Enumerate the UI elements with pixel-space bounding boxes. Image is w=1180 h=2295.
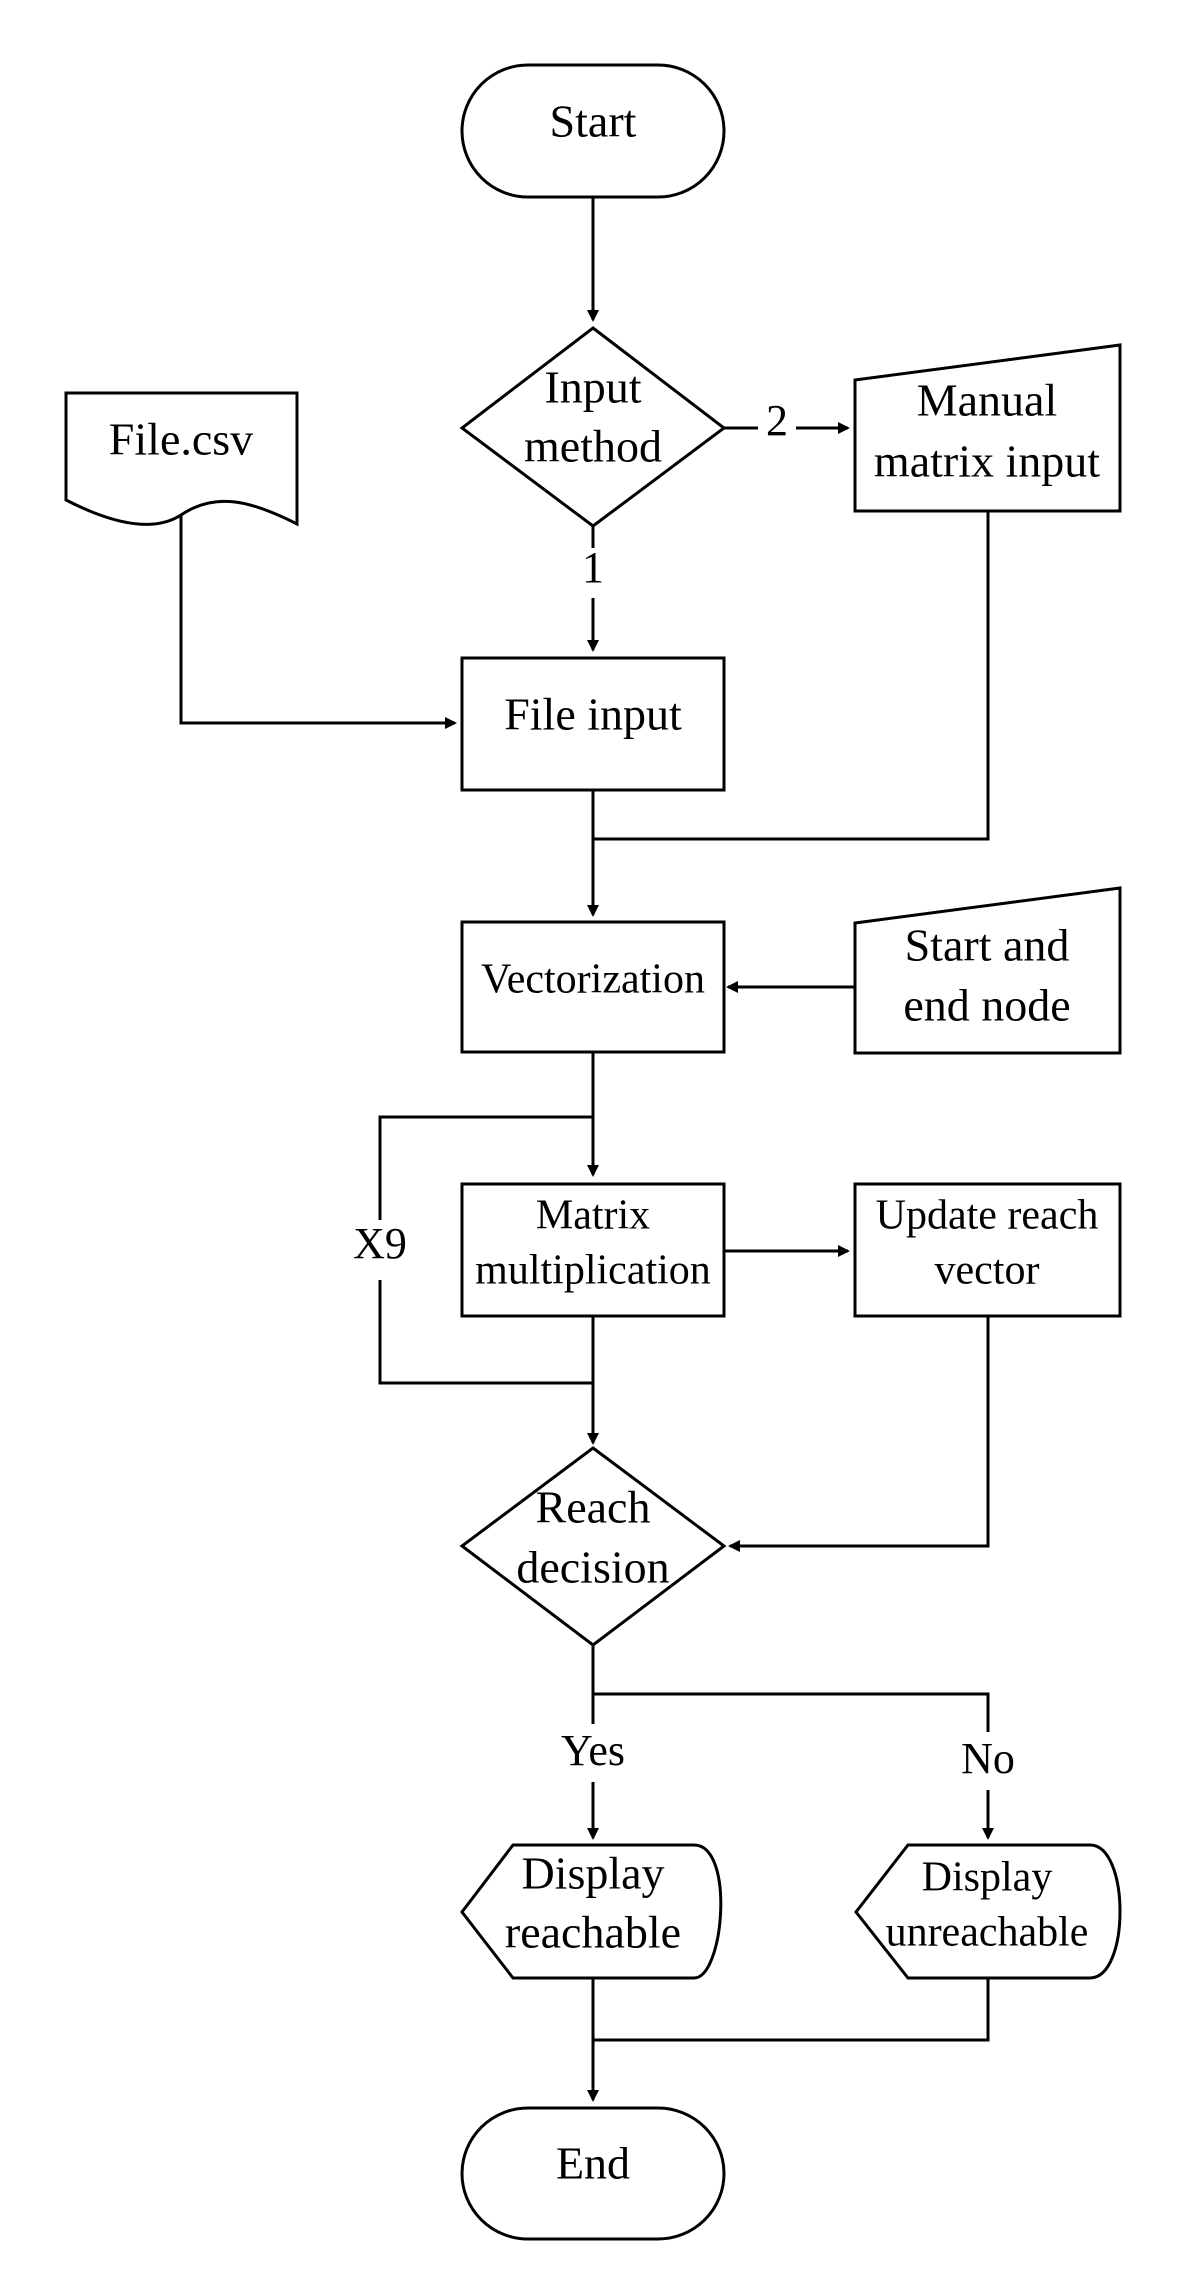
file-csv-label: File.csv bbox=[109, 414, 253, 465]
update-reach-vector-process: Update reach vector bbox=[853, 1182, 1122, 1318]
edge-label-no: No bbox=[961, 1734, 1015, 1783]
matrix-label-line1: Matrix bbox=[536, 1193, 650, 1239]
edge-labels: 2 1 X9 Yes No bbox=[344, 396, 1023, 1790]
reach-decision-label-line1: Reach bbox=[536, 1482, 651, 1533]
display-reachable-label-line2: reachable bbox=[505, 1907, 681, 1958]
edge-update-reach-to-reach-decision bbox=[728, 1316, 990, 1552]
edge-unreachable-to-end bbox=[593, 1978, 990, 2042]
matrix-multiplication-process: Matrix multiplication bbox=[460, 1182, 726, 1318]
start-end-node-input: Start and end node bbox=[853, 886, 1122, 1055]
input-method-decision: Input method bbox=[459, 326, 727, 528]
manual-input-label-line1: Manual bbox=[917, 375, 1058, 426]
edge-reach-decision-to-unreachable bbox=[593, 1692, 994, 1840]
display-reachable: Display reachable bbox=[460, 1843, 723, 1980]
file-input-process: File input bbox=[460, 656, 726, 792]
edge-label-x9: X9 bbox=[353, 1219, 407, 1268]
display-unreachable: Display unreachable bbox=[854, 1843, 1122, 1980]
end-terminator: End bbox=[460, 2106, 726, 2241]
display-unreachable-label-line1: Display bbox=[922, 1855, 1053, 1901]
matrix-label-line2: multiplication bbox=[475, 1248, 711, 1294]
start-end-node-label-line2: end node bbox=[903, 980, 1070, 1031]
vectorization-process: Vectorization bbox=[460, 920, 726, 1054]
start-end-node-label-line1: Start and bbox=[905, 920, 1070, 971]
start-terminator: Start bbox=[460, 63, 726, 199]
reach-decision: Reach decision bbox=[459, 1446, 727, 1647]
manual-matrix-input: Manual matrix input bbox=[853, 343, 1122, 513]
file-csv-document: File.csv bbox=[64, 391, 299, 527]
end-label: End bbox=[556, 2138, 630, 2189]
edge-manual-to-merge bbox=[593, 511, 990, 841]
input-method-label-line2: method bbox=[524, 421, 662, 472]
display-unreachable-label-line2: unreachable bbox=[886, 1910, 1089, 1956]
vectorization-label: Vectorization bbox=[481, 957, 705, 1003]
edge-label-2: 2 bbox=[766, 396, 788, 445]
input-method-label-line1: Input bbox=[544, 362, 641, 413]
edge-label-yes: Yes bbox=[561, 1726, 625, 1775]
start-label: Start bbox=[550, 96, 637, 147]
reach-decision-label-line2: decision bbox=[516, 1542, 669, 1593]
file-input-label: File input bbox=[504, 689, 682, 740]
update-reach-label-line1: Update reach bbox=[876, 1193, 1099, 1239]
edge-file-csv-to-file-input bbox=[179, 515, 457, 729]
edge-label-1: 1 bbox=[582, 543, 604, 592]
shapes: Start Input method File.csv Manual matri… bbox=[64, 63, 1122, 2241]
update-reach-label-line2: vector bbox=[935, 1248, 1040, 1294]
display-reachable-label-line1: Display bbox=[521, 1848, 664, 1899]
manual-input-label-line2: matrix input bbox=[874, 436, 1100, 487]
